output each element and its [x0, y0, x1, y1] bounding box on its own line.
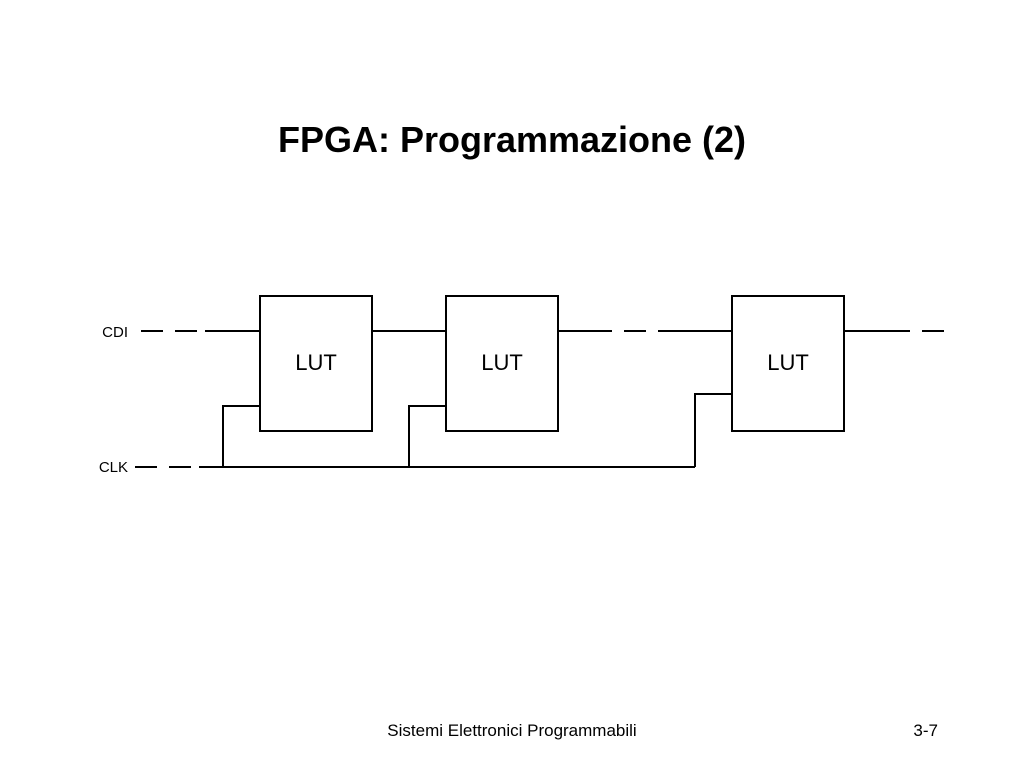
footer-page-number: 3-7 — [913, 721, 938, 740]
lut-block-box — [259, 295, 373, 432]
footer-course-title: Sistemi Elettronici Programmabili — [387, 721, 637, 740]
clk-label: CLK — [99, 459, 128, 476]
slide-title: FPGA: Programmazione (2) — [277, 119, 747, 160]
lut-block-box — [445, 295, 559, 432]
lut-block-label: LUT — [295, 350, 337, 375]
clk-branch-lut1 — [222, 405, 260, 467]
clk-branch-lut3 — [694, 393, 732, 467]
lut-block-label: LUT — [481, 350, 523, 375]
lut-block: LUT — [731, 295, 845, 432]
lut-block: LUT — [259, 295, 373, 432]
lut-block: LUT — [445, 295, 559, 432]
lut-block-box — [731, 295, 845, 432]
cdi-label: CDI — [102, 324, 128, 341]
clk-branch-lut2 — [408, 405, 446, 467]
lut-block-label: LUT — [767, 350, 809, 375]
